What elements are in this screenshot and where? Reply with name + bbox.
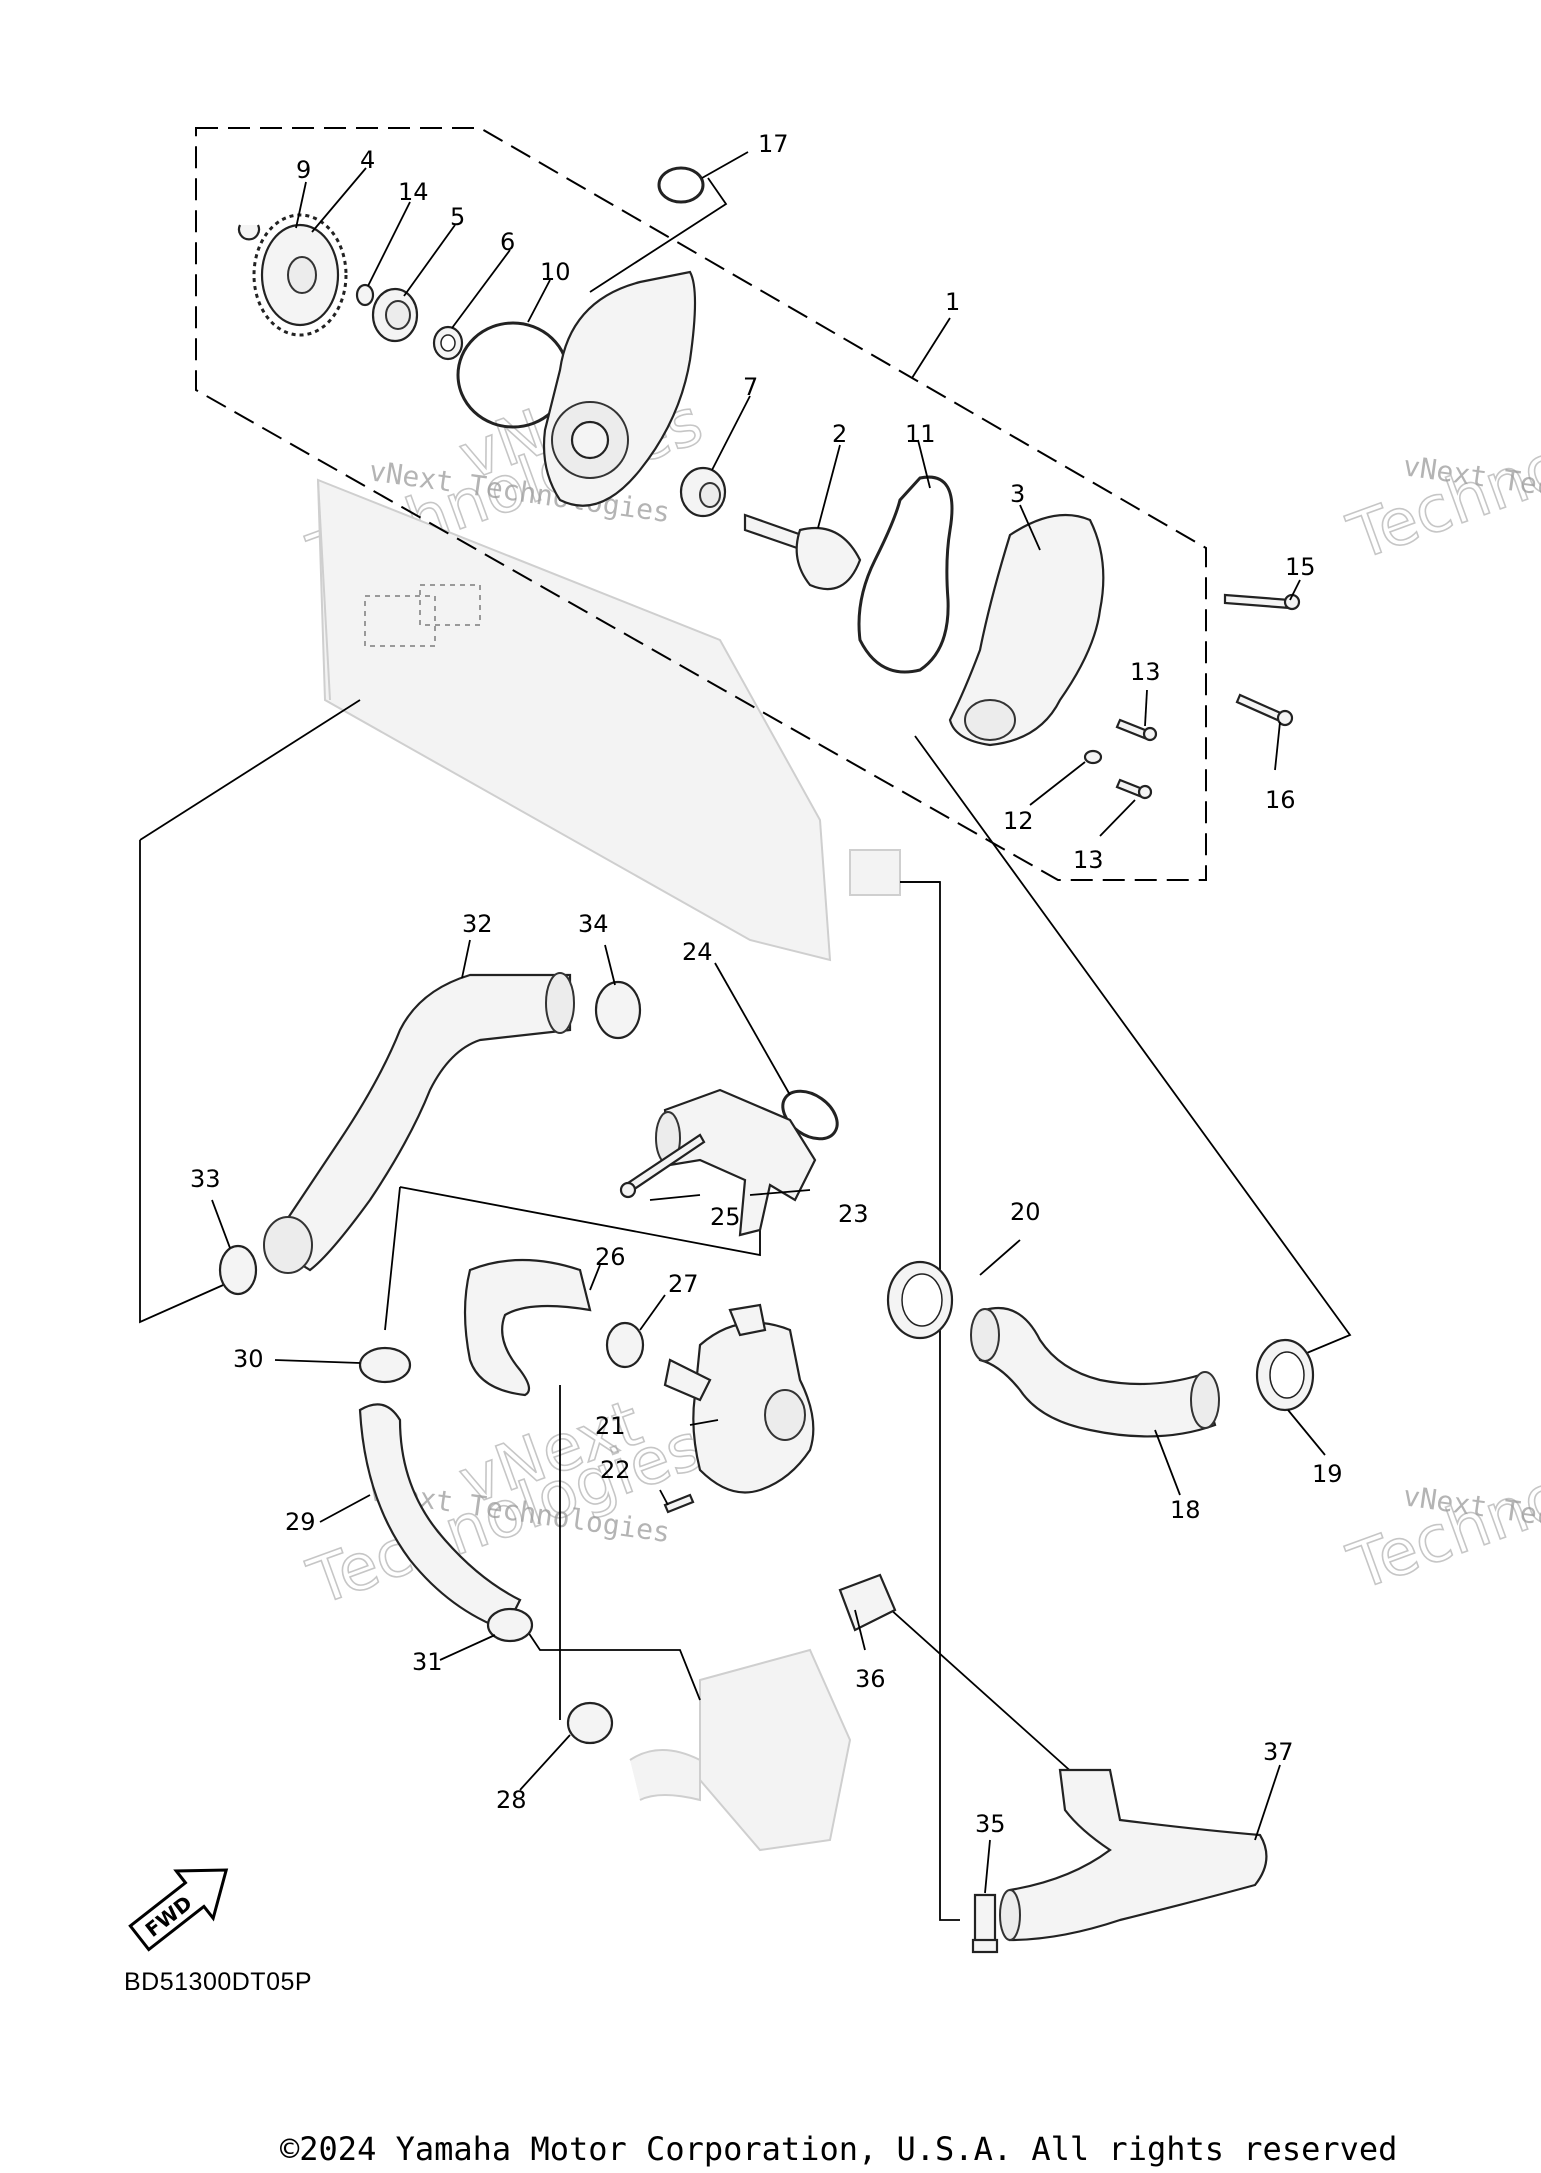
part-26-hose [463, 1258, 592, 1397]
callout-35: 35 [975, 1810, 1006, 1838]
part-30-clamp [358, 1346, 412, 1384]
callout-13: 13 [1073, 846, 1104, 874]
callout-13: 13 [1130, 658, 1161, 686]
fwd-arrow-icon: FWD [128, 1868, 229, 1952]
callout-labels: 9 4 14 5 6 10 17 1 7 2 11 3 15 13 12 16 … [190, 130, 1343, 1838]
watermark-text: Techno [1339, 429, 1541, 575]
callout-36: 36 [855, 1665, 886, 1693]
callout-11: 11 [905, 420, 936, 448]
part-35-bolt [971, 1893, 999, 1954]
callout-29: 29 [285, 1508, 316, 1536]
part-1-pump-housing [542, 270, 697, 507]
callout-10: 10 [540, 258, 571, 286]
callout-12: 12 [1003, 807, 1034, 835]
callout-22: 22 [600, 1456, 631, 1484]
callout-3: 3 [1010, 480, 1025, 508]
callout-15: 15 [1285, 553, 1316, 581]
callout-34: 34 [578, 910, 609, 938]
diagram-reference-code: BD51300DT05P [124, 1968, 313, 1996]
part-6-seal [432, 325, 464, 361]
callout-28: 28 [496, 1786, 527, 1814]
callout-23: 23 [838, 1200, 869, 1228]
part-31-clamp [486, 1607, 534, 1643]
watermark-text: Techno [1339, 1459, 1541, 1605]
callout-9: 9 [296, 156, 311, 184]
part-20-clamp [886, 1260, 954, 1340]
part-24-o-ring [781, 1089, 839, 1141]
part-16-bolt [1235, 693, 1294, 727]
callout-25: 25 [710, 1203, 741, 1231]
part-15-bolt [1223, 593, 1301, 611]
part-33-clamp [218, 1244, 258, 1296]
part-13-bolt [1115, 718, 1158, 742]
part-12-washer [1083, 749, 1103, 765]
callout-30: 30 [233, 1345, 264, 1373]
callout-17: 17 [758, 130, 789, 158]
part-9-circlip [237, 224, 261, 241]
radiator-ghost [316, 478, 901, 962]
part-34-clamp [594, 980, 642, 1040]
part-25-bolt [619, 1133, 706, 1199]
callout-18: 18 [1170, 1496, 1201, 1524]
callout-leaders [211, 151, 1326, 1894]
part-5-bearing [371, 287, 419, 343]
callout-27: 27 [668, 1270, 699, 1298]
part-17-o-ring [657, 166, 705, 204]
callout-31: 31 [412, 1648, 443, 1676]
part-18-hose [970, 1306, 1220, 1438]
callout-32: 32 [462, 910, 493, 938]
callout-5: 5 [450, 203, 465, 231]
part-32-hose [263, 972, 575, 1274]
callout-14: 14 [398, 178, 429, 206]
callout-21: 21 [595, 1412, 626, 1440]
part-37-pipe [999, 1768, 1268, 1942]
callout-20: 20 [1010, 1198, 1041, 1226]
callout-7: 7 [743, 373, 758, 401]
part-7-seal [679, 466, 727, 518]
part-28-clamp [566, 1701, 614, 1745]
callout-26: 26 [595, 1243, 626, 1271]
callout-37: 37 [1263, 1738, 1294, 1766]
callout-6: 6 [500, 228, 515, 256]
part-14-clip [355, 283, 375, 307]
part-22-bolt [663, 1493, 695, 1514]
assembly-outline [195, 127, 1207, 881]
part-19-clamp [1255, 1338, 1315, 1412]
callout-19: 19 [1312, 1460, 1343, 1488]
part-11-gasket [857, 475, 954, 674]
callout-2: 2 [832, 420, 847, 448]
callout-33: 33 [190, 1165, 221, 1193]
part-4-gear [252, 213, 348, 337]
callout-4: 4 [360, 146, 375, 174]
callout-16: 16 [1265, 786, 1296, 814]
part-21-thermostat-housing [663, 1303, 815, 1494]
copyright-notice: ©2024 Yamaha Motor Corporation, U.S.A. A… [280, 2130, 1398, 2168]
part-29-hose [358, 1403, 522, 1632]
part-27-fitting [605, 1321, 645, 1369]
callout-1: 1 [945, 288, 960, 316]
oil-cooler-ghost [629, 1648, 852, 1852]
part-13-bolt [1115, 778, 1153, 800]
part-2-impeller [743, 513, 862, 591]
part-3-pump-cover [948, 513, 1105, 747]
hose-route-lines [139, 177, 1352, 1921]
part-36-clamp [838, 1573, 897, 1632]
callout-24: 24 [682, 938, 713, 966]
